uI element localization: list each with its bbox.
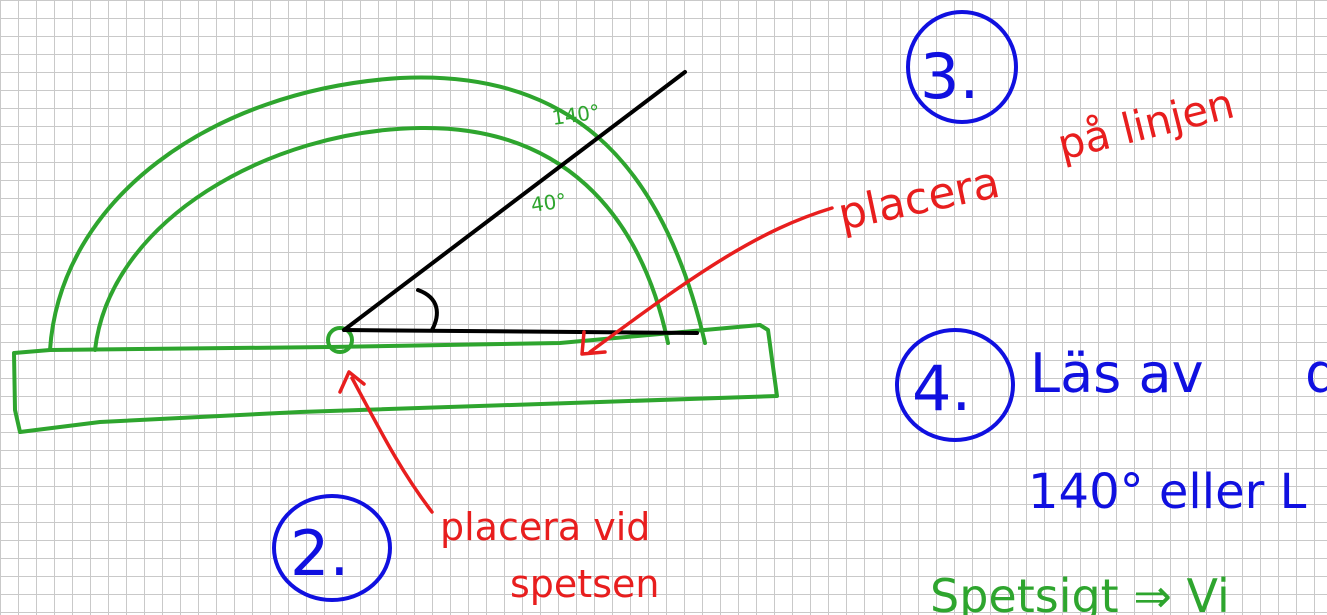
outer-scale-label: 140°	[550, 99, 601, 129]
angle	[342, 70, 699, 335]
step-4-number: 4.	[912, 352, 971, 425]
arrow-to-baseline	[588, 206, 834, 354]
step-2-circle	[272, 494, 392, 602]
protractor-base-strip	[12, 323, 779, 434]
place-at-vertex-line2: spetsen	[510, 562, 659, 606]
arrow-to-center	[350, 376, 434, 514]
step-2-number: 2.	[290, 517, 349, 590]
place-on-line-word: placera	[834, 157, 1004, 241]
angle-ray-slanted	[342, 70, 687, 332]
step-4-circle	[895, 328, 1015, 442]
answer-options-text: 140° eller L	[1028, 464, 1307, 520]
step-3-circle	[906, 10, 1018, 124]
protractor-outer-arc	[48, 75, 707, 352]
protractor-inner-arc	[93, 125, 670, 352]
protractor-center-point	[326, 326, 354, 354]
step-markers	[272, 10, 1018, 602]
pointers	[338, 206, 834, 514]
acute-angle-note: Spetsigt ⇒ Vi	[930, 569, 1230, 615]
angle-ray-horizontal	[342, 328, 699, 335]
arrow-to-center-head	[338, 370, 366, 394]
angle-arc-mark	[416, 288, 439, 332]
step-3-number: 3.	[920, 40, 979, 113]
read-off-trailing: d	[1305, 342, 1327, 405]
arrow-to-baseline-head	[580, 330, 607, 356]
on-the-line-words: på linjen	[1053, 79, 1239, 170]
protractor	[12, 75, 779, 434]
read-off-text: Läs av	[1030, 342, 1204, 405]
place-at-vertex-line1: placera vid	[440, 505, 650, 549]
inner-scale-label: 40°	[529, 188, 567, 217]
